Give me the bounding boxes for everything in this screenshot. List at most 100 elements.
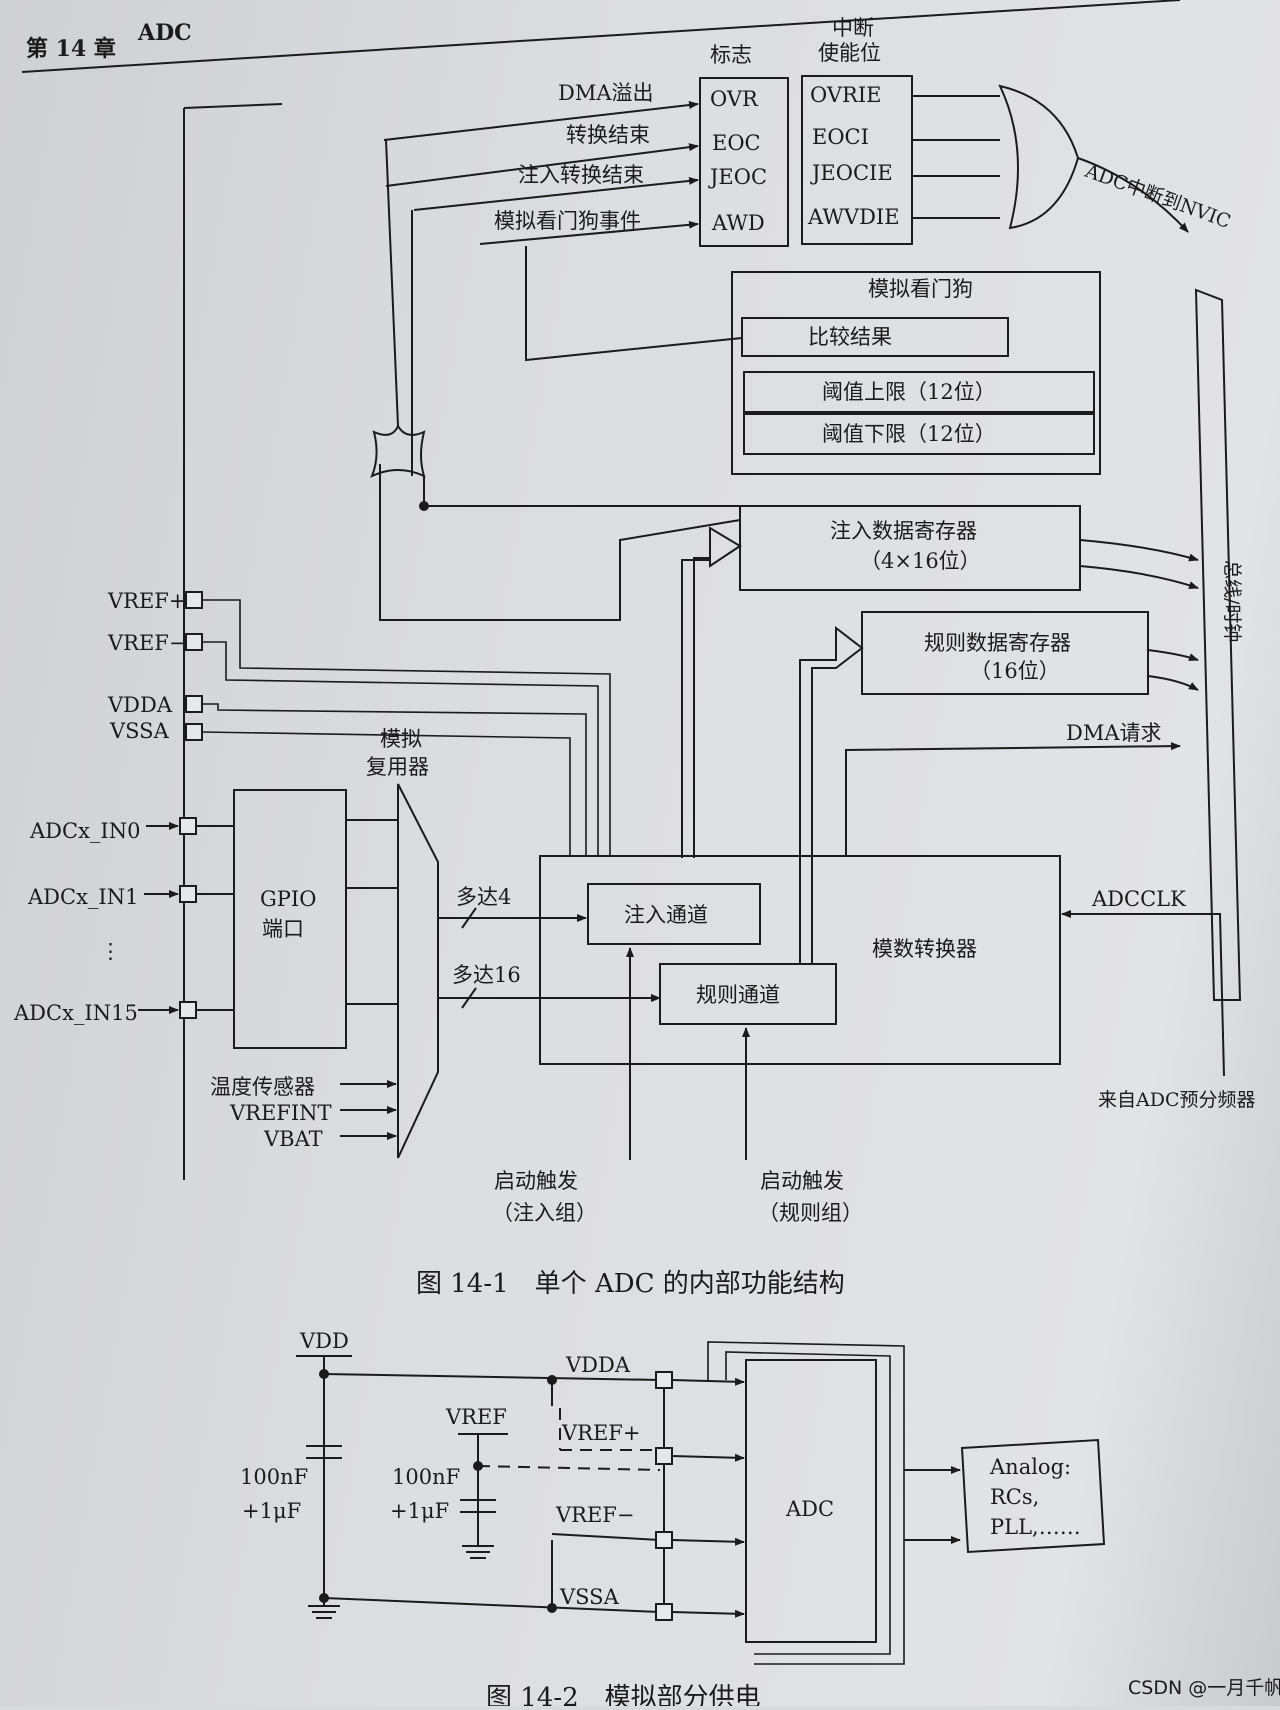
- dma-overrun-arrow: [383, 101, 699, 141]
- pin2-vdda-arrow: [671, 1377, 745, 1386]
- flag-eoc: EOC: [712, 131, 761, 155]
- temp-sensor-label: 温度传感器: [210, 1075, 315, 1099]
- upto4-label: 多达4: [456, 885, 511, 909]
- mux-label-line2: 复用器: [366, 755, 429, 779]
- analog-mux: [397, 783, 439, 1159]
- threshold-low-box: [743, 413, 1095, 455]
- vrefint-label: VREFINT: [229, 1101, 332, 1125]
- pin-in1: [179, 885, 197, 903]
- pin-vref-plus: [185, 591, 203, 609]
- vref-plus-label: VREF+: [561, 1421, 640, 1445]
- enable-ovrie: OVRIE: [810, 83, 881, 107]
- figure1-caption: 图 14-1 单个 ADC 的内部功能结构: [416, 1269, 845, 1299]
- dma-request-arrow: [845, 742, 1181, 856]
- csdn-watermark: CSDN @一月千帆: [1128, 1677, 1280, 1699]
- cap2-label-line1: 100nF: [392, 1465, 460, 1489]
- regular-data-arrow: [799, 625, 864, 964]
- trigger-regular-line2: （规则组）: [758, 1201, 863, 1225]
- flags-box: [699, 77, 789, 247]
- enable-eoci: EOCI: [812, 125, 869, 149]
- pin-vref-plus-label: VREF+: [107, 589, 186, 613]
- vref-plus-line: [202, 599, 611, 856]
- compare-result-box: [741, 317, 1009, 357]
- upto4-slash: [461, 907, 477, 929]
- bus-label: 总线/时钟: [1221, 560, 1243, 642]
- regular-register-title: 规则数据寄存器: [924, 631, 1071, 655]
- watchdog-title: 模拟看门狗: [868, 277, 973, 301]
- pin2-vssa: [655, 1603, 673, 1621]
- threshold-high-box: [743, 371, 1095, 413]
- injected-register-title: 注入数据寄存器: [830, 519, 977, 543]
- input-in1-label: ADCx_IN1: [27, 885, 138, 909]
- upto16-slash: [461, 987, 477, 1009]
- enable-column-header-line1: 中断: [832, 16, 874, 40]
- gpio-label-line2: 端口: [262, 917, 304, 941]
- input-in15-label: ADCx_IN15: [13, 1001, 138, 1025]
- injected-channel-box: [587, 883, 761, 945]
- figure2-caption: 图 14-2 模拟部分供电: [486, 1683, 761, 1706]
- pin-vref-minus-label: VREF−: [107, 631, 186, 655]
- compare-result-label: 比较结果: [808, 325, 892, 349]
- adcclk-label: ADCCLK: [1091, 887, 1186, 911]
- pin-vssa: [185, 723, 203, 741]
- header-rule: [21, 0, 1181, 73]
- adc-label: ADC: [785, 1497, 834, 1521]
- regular-data-register: [861, 611, 1149, 695]
- or-input-inj: [423, 476, 740, 507]
- pin2-vref-minus-arrow: [671, 1537, 745, 1546]
- adc-box: [745, 1359, 877, 1643]
- pin2-vref-minus: [655, 1531, 673, 1549]
- adc-stack-back-1: [725, 1351, 891, 1655]
- upto16-label: 多达16: [452, 963, 521, 987]
- awd-arrow: [479, 220, 699, 245]
- adc-stack-back-2: [707, 1341, 905, 1665]
- interrupt-or-gate: [998, 84, 1080, 230]
- chapter-label: 第 14 章: [26, 36, 116, 62]
- adc-converter-block: [539, 855, 1061, 1065]
- input-in0-label: ADCx_IN0: [29, 819, 140, 843]
- pin-vref-minus: [185, 633, 203, 651]
- trigger-injected-line2: （注入组）: [492, 1201, 597, 1225]
- threshold-low-label: 阈值下限（12位）: [822, 422, 996, 446]
- pin-in15: [179, 1001, 197, 1019]
- injected-data-register: [739, 505, 1081, 591]
- vdda-label: VDDA: [565, 1353, 631, 1377]
- trigger-regular-line1: 启动触发: [760, 1169, 844, 1193]
- regular-to-bus-2: [1147, 675, 1199, 691]
- flag-ovr: OVR: [710, 87, 759, 111]
- eoc-line: [384, 139, 399, 427]
- vref-dashed-wire: [477, 1465, 661, 1471]
- regular-register-size: （16位）: [970, 659, 1060, 683]
- nvic-arrow: [1077, 157, 1189, 233]
- analog-line3: PLL,……: [990, 1515, 1081, 1539]
- pin2-vdda: [655, 1371, 673, 1389]
- injected-data-arrow: [681, 526, 742, 858]
- cap2-label-line2: +1μF: [390, 1499, 449, 1523]
- flag-jeoc: JEOC: [708, 165, 767, 189]
- mux-label-line1: 模拟: [380, 727, 422, 751]
- vref-minus-label: VREF−: [555, 1503, 634, 1527]
- event-dma-overrun: DMA溢出: [558, 81, 654, 105]
- chapter-title: ADC: [137, 20, 192, 46]
- vssa-line: [201, 731, 571, 856]
- vssa-wire: [323, 1597, 661, 1613]
- cap1-label-line2: +1μF: [242, 1499, 301, 1523]
- threshold-high-label: 阈值上限（12位）: [822, 380, 996, 404]
- vdd-label: VDD: [299, 1329, 349, 1353]
- prescaler-line: [1146, 913, 1225, 1077]
- watchdog-event-line: [525, 246, 743, 362]
- gpio-label-line1: GPIO: [260, 887, 316, 911]
- pin2-vssa-arrow: [671, 1609, 745, 1618]
- eoc-or-gate: [370, 423, 426, 478]
- or-input-reg: [379, 476, 741, 621]
- nvic-label: ADC中断到NVIC: [1081, 160, 1233, 233]
- converter-label: 模数转换器: [872, 937, 977, 961]
- pin-vssa-label: VSSA: [109, 719, 170, 743]
- enable-jeocie: JEOCIE: [810, 161, 893, 185]
- injected-to-bus: [1079, 539, 1199, 562]
- analog-line1: Analog:: [989, 1455, 1071, 1479]
- flags-column-header: 标志: [710, 43, 752, 67]
- vdda-wire: [323, 1373, 661, 1381]
- event-injected-end: 注入转换结束: [518, 163, 644, 187]
